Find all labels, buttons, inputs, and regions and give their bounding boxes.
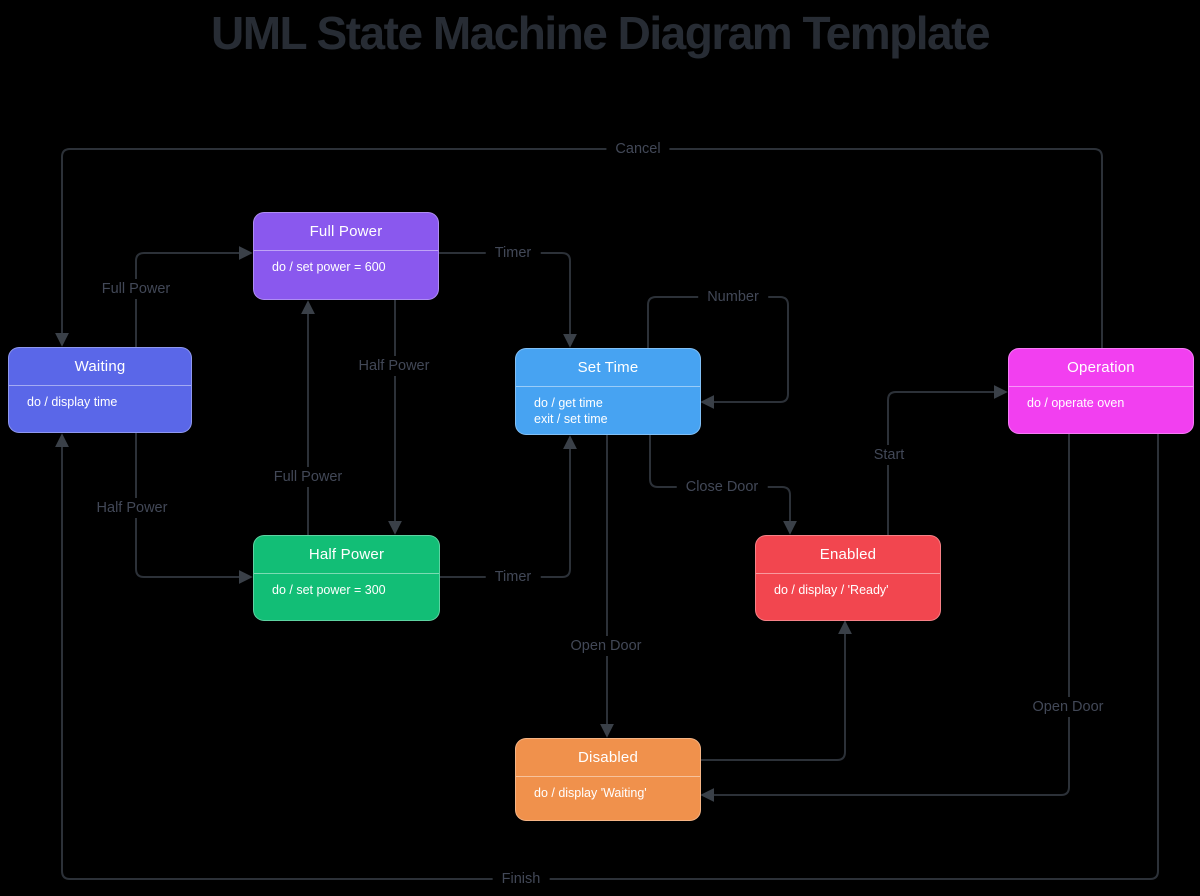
transition-halfpower-settime-line [440,435,577,578]
state-title: Operation [1009,349,1193,387]
state-set-time[interactable]: Set Time do / get time exit / set time [515,348,701,435]
state-waiting[interactable]: Waiting do / display time [8,347,192,433]
state-action: do / display / 'Ready' [774,583,889,597]
transition-fullpower-settime-line [439,252,577,348]
state-action: do / display time [27,395,118,409]
state-title: Half Power [254,536,439,574]
transition-number-selfloop-line [647,296,789,409]
state-full-power[interactable]: Full Power do / set power = 600 [253,212,439,300]
state-actions: do / get time exit / set time [516,387,700,427]
transition-label-timer-top: Timer [485,243,541,263]
state-title: Enabled [756,536,940,574]
transition-finish-line [55,433,1159,880]
transition-start-line [887,385,1008,535]
transition-label-start: Start [864,445,914,465]
state-title: Set Time [516,349,700,387]
state-action: do / get time [534,396,603,410]
state-half-power[interactable]: Half Power do / set power = 300 [253,535,440,621]
transition-label-full-power-left: Full Power [92,279,180,299]
state-action: do / set power = 600 [272,260,386,274]
state-title: Full Power [254,213,438,251]
transition-label-half-power-mid: Half Power [349,356,439,376]
transition-label-number: Number [698,287,768,307]
transition-label-half-power-left: Half Power [87,498,177,518]
transition-label-finish: Finish [492,869,550,889]
transition-label-open-door-mid: Open Door [561,636,651,656]
transition-waiting-fullpower-line [135,246,253,347]
state-actions: do / set power = 300 [254,574,439,598]
diagram-title: UML State Machine Diagram Template [210,7,991,59]
transition-opendoor-right-line [700,433,1070,802]
state-enabled[interactable]: Enabled do / display / 'Ready' [755,535,941,621]
transition-label-timer-bottom: Timer [485,567,541,587]
state-actions: do / display time [9,386,191,410]
state-actions: do / display / 'Ready' [756,574,940,598]
state-disabled[interactable]: Disabled do / display 'Waiting' [515,738,701,821]
state-actions: do / operate oven [1009,387,1193,411]
transition-label-full-power-mid: Full Power [264,467,352,487]
state-action: do / display 'Waiting' [534,786,647,800]
state-action: do / set power = 300 [272,583,386,597]
transition-disabled-enabled-line [700,620,852,761]
state-action: do / operate oven [1027,396,1125,410]
state-title: Disabled [516,739,700,777]
state-actions: do / set power = 600 [254,251,438,275]
transition-waiting-halfpower-line [135,433,253,584]
state-actions: do / display 'Waiting' [516,777,700,801]
state-title: Waiting [9,348,191,386]
transition-label-cancel: Cancel [606,139,670,159]
transition-cancel-line [55,148,1103,348]
state-action: exit / set time [534,412,608,426]
transition-label-open-door-right: Open Door [1023,697,1113,717]
state-operation[interactable]: Operation do / operate oven [1008,348,1194,434]
transition-label-close-door: Close Door [676,477,768,497]
